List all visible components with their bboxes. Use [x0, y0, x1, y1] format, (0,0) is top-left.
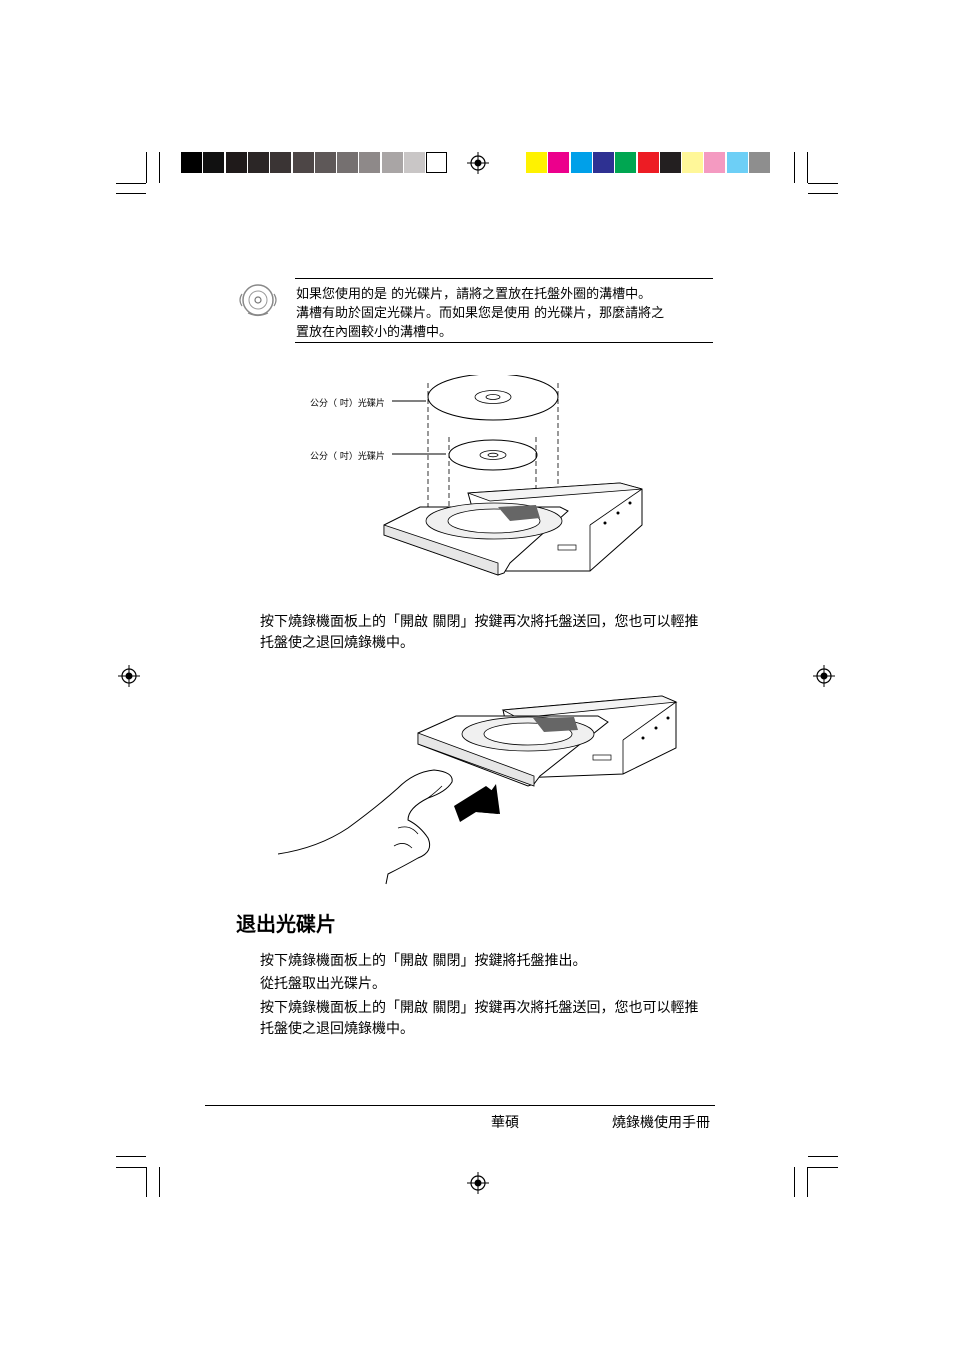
step-close-tray: 按下燒錄機面板上的「開啟 關閉」按鍵再次將托盤送回，您也可以輕推 托盤使之退回燒…: [260, 612, 715, 654]
color-swatch: [704, 152, 725, 173]
push-tray-illustration: [278, 688, 680, 888]
gray-swatch: [315, 152, 336, 173]
large-disc-label: 公分（ 吋）光碟片: [310, 396, 385, 409]
gray-swatch: [270, 152, 291, 173]
footer-title: 燒錄機使用手冊: [612, 1112, 710, 1132]
step-line: 從托盤取出光碟片。: [260, 974, 715, 995]
step-line: 按下燒錄機面板上的「開啟 關閉」按鍵再次將托盤送回，您也可以輕推: [260, 998, 715, 1019]
gray-swatch: [293, 152, 314, 173]
gray-swatch: [248, 152, 269, 173]
gray-swatch: [226, 152, 247, 173]
footer-brand: 華碩: [491, 1112, 519, 1132]
step-line: 按下燒錄機面板上的「開啟 關閉」按鍵再次將托盤送回，您也可以輕推: [260, 612, 715, 633]
gray-swatch: [426, 152, 447, 173]
gray-swatch: [203, 152, 224, 173]
gray-swatch: [181, 152, 202, 173]
section-heading-eject: 退出光碟片: [236, 908, 336, 937]
gray-swatch: [359, 152, 380, 173]
note-line: 置放在內圈較小的溝槽中。: [296, 323, 706, 342]
registration-mark-icon: [467, 152, 489, 174]
color-swatch: [660, 152, 681, 173]
disc-note-icon: [236, 280, 280, 320]
registration-mark-icon: [467, 1172, 489, 1194]
gray-swatch: [382, 152, 403, 173]
color-swatch: [682, 152, 703, 173]
step-line: 托盤使之退回燒錄機中。: [260, 1019, 715, 1040]
color-swatch: [548, 152, 569, 173]
step-line: 按下燒錄機面板上的「開啟 關閉」按鍵將托盤推出。: [260, 951, 715, 972]
color-swatch: [593, 152, 614, 173]
color-swatch: [749, 152, 770, 173]
eject-step-2: 從托盤取出光碟片。: [260, 974, 715, 995]
registration-mark-icon: [813, 665, 835, 687]
color-swatch: [615, 152, 636, 173]
small-disc-label: 公分（ 吋）光碟片: [310, 449, 385, 462]
color-swatch: [727, 152, 748, 173]
registration-mark-icon: [118, 665, 140, 687]
note-line: 溝槽有助於固定光碟片。而如果您是使用 的光碟片，那麼請將之: [296, 304, 706, 323]
eject-step-1: 按下燒錄機面板上的「開啟 關閉」按鍵將托盤推出。: [260, 951, 715, 972]
color-swatch: [571, 152, 592, 173]
gray-swatch: [404, 152, 425, 173]
gray-swatch: [337, 152, 358, 173]
eject-step-3: 按下燒錄機面板上的「開啟 關閉」按鍵再次將托盤送回，您也可以輕推 托盤使之退回燒…: [260, 998, 715, 1040]
footer-rule: [205, 1105, 715, 1106]
note-line: 如果您使用的是 的光碟片，請將之置放在托盤外圈的溝槽中。: [296, 285, 706, 304]
step-line: 托盤使之退回燒錄機中。: [260, 633, 715, 654]
note-text: 如果您使用的是 的光碟片，請將之置放在托盤外圈的溝槽中。 溝槽有助於固定光碟片。…: [296, 285, 706, 342]
color-swatch: [638, 152, 659, 173]
color-swatch: [526, 152, 547, 173]
drive-with-discs-illustration: [380, 375, 650, 580]
